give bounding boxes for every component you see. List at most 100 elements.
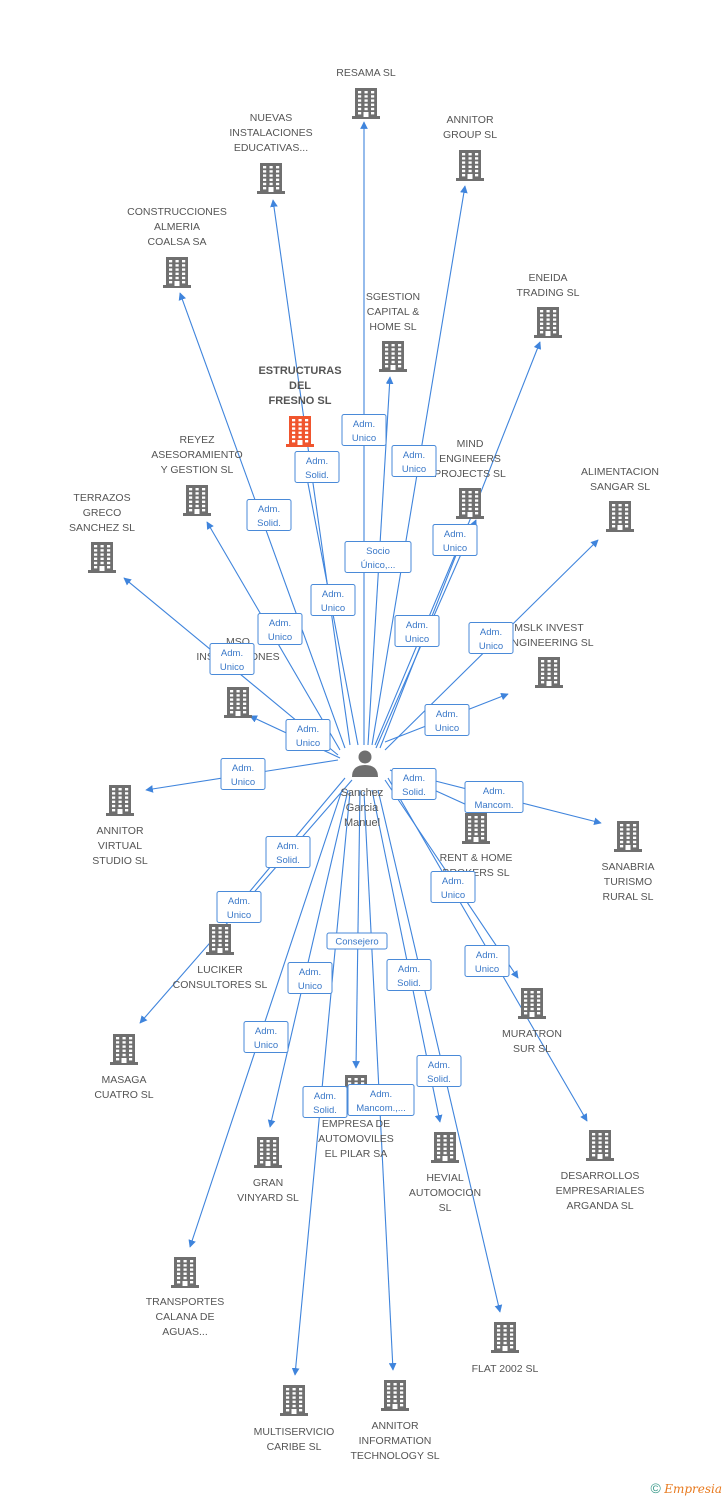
relation-badge-terrazos[interactable]: Adm.Unico — [209, 643, 255, 675]
edge-transportes — [188, 789, 343, 1248]
building-icon — [286, 416, 314, 447]
relation-label: Solid. — [427, 1074, 451, 1085]
relation-badge-reyez[interactable]: Adm.Unico — [257, 613, 303, 645]
building-icon — [254, 1137, 282, 1168]
relation-badge-eneida[interactable]: Adm.Unico — [432, 524, 478, 556]
relation-badge-alimentacion[interactable]: Adm.Unico — [468, 622, 514, 654]
building-icon — [183, 485, 211, 516]
building-icon — [106, 785, 134, 816]
company-label: MASAGA — [102, 1074, 147, 1086]
relation-badge-muratron[interactable]: Adm.Unico — [464, 945, 510, 977]
relation-badge-multiservicio[interactable]: Adm.Solid. — [302, 1086, 348, 1118]
company-label: TRADING SL — [516, 287, 579, 299]
company-label: MSLK INVEST — [514, 622, 584, 634]
relation-label: Unico — [298, 981, 322, 992]
company-node-eneida[interactable]: ENEIDA TRADING SL — [516, 272, 580, 338]
relation-badge-resama[interactable]: Adm.Unico — [341, 414, 387, 446]
company-node-flat[interactable]: FLAT 2002 SL — [472, 1322, 539, 1375]
relation-label: Adm. — [403, 450, 425, 461]
relation-badge-gran[interactable]: Adm.Unico — [287, 962, 333, 994]
building-icon — [171, 1257, 199, 1288]
relation-labels-layer: Adm.UnicoAdm.Solid.Adm.UnicoAdm.UnicoAdm… — [209, 414, 524, 1118]
person-name-line: Sanchez — [341, 787, 384, 799]
relation-badge-sgestion[interactable]: Adm.Unico — [391, 445, 437, 477]
relation-badge-mslk[interactable]: Adm.Unico — [424, 704, 470, 736]
building-icon — [606, 501, 634, 532]
relation-label: Unico — [441, 890, 465, 901]
relation-label: Adm. — [444, 529, 466, 540]
relation-badge-annitor-virtual[interactable]: Adm.Unico — [220, 758, 266, 790]
relation-label: Solid. — [257, 518, 281, 529]
company-label: ALMERIA — [154, 221, 200, 233]
company-label: RESAMA SL — [336, 67, 396, 79]
building-icon — [586, 1130, 614, 1161]
building-icon — [456, 150, 484, 181]
relation-badge-flat[interactable]: Adm.Solid. — [416, 1055, 462, 1087]
brand-logo[interactable]: Empresia — [664, 1482, 722, 1496]
relation-badge-estructuras[interactable]: Adm.Solid. — [294, 451, 340, 483]
relation-label: Unico — [321, 603, 345, 614]
company-label: TRANSPORTES — [146, 1296, 225, 1308]
company-label: CARIBE SL — [267, 1441, 322, 1453]
company-label: GRAN — [253, 1177, 283, 1189]
company-label: ALIMENTACION — [581, 466, 659, 478]
relation-label: Adm. — [269, 618, 291, 629]
building-icon — [614, 821, 642, 852]
company-label: ENEIDA — [528, 272, 567, 284]
footer-brand: © Empresia — [651, 1480, 722, 1496]
relation-badge-mind2[interactable]: Adm.Unico — [394, 615, 440, 647]
building-icon — [518, 988, 546, 1019]
company-label: CONSULTORES SL — [173, 979, 268, 991]
company-label: ESTRUCTURAS — [258, 365, 341, 377]
relation-badge-luciker[interactable]: Adm.Solid. — [265, 836, 311, 868]
relation-badge-empresa[interactable]: Consejero — [326, 932, 388, 950]
relation-badge-mso[interactable]: Adm.Unico — [285, 719, 331, 751]
relation-badge-construcciones[interactable]: Adm.Unico — [310, 584, 356, 616]
copyright-icon: © — [650, 1480, 661, 1496]
relation-badge-hevial[interactable]: Adm.Solid. — [386, 959, 432, 991]
building-icon — [224, 687, 252, 718]
relation-label: Adm. — [476, 950, 498, 961]
relation-badge-annitor-info[interactable]: Adm.Mancom.,... — [347, 1084, 415, 1116]
building-icon — [535, 657, 563, 688]
relation-label: Consejero — [335, 937, 378, 948]
relation-badge-nuevas[interactable]: Adm. Solid. — [246, 499, 292, 531]
company-node-nuevas[interactable]: NUEVASINSTALACIONESEDUCATIVAS... — [229, 112, 313, 194]
relation-label: Adm. — [228, 896, 250, 907]
company-label: PROJECTS SL — [434, 468, 506, 480]
relation-badge-sanabria[interactable]: Adm.Mancom. — [464, 781, 524, 813]
relation-badge-rent-home[interactable]: Adm.Solid. — [391, 768, 437, 800]
relation-badge-desarrollos[interactable]: Adm.Unico — [430, 871, 476, 903]
relation-label: Adm. — [221, 648, 243, 659]
company-node-resama[interactable]: RESAMA SL — [336, 67, 396, 119]
relation-label: Unico — [435, 723, 459, 734]
relation-label: Adm. — [258, 504, 280, 515]
relation-badge-masaga[interactable]: Adm.Unico — [216, 891, 262, 923]
relation-badge-transportes[interactable]: Adm.Unico — [243, 1021, 289, 1053]
building-icon — [88, 542, 116, 573]
building-icon — [206, 924, 234, 955]
relation-badge-mind[interactable]: SocioÚnico,... — [344, 541, 412, 573]
